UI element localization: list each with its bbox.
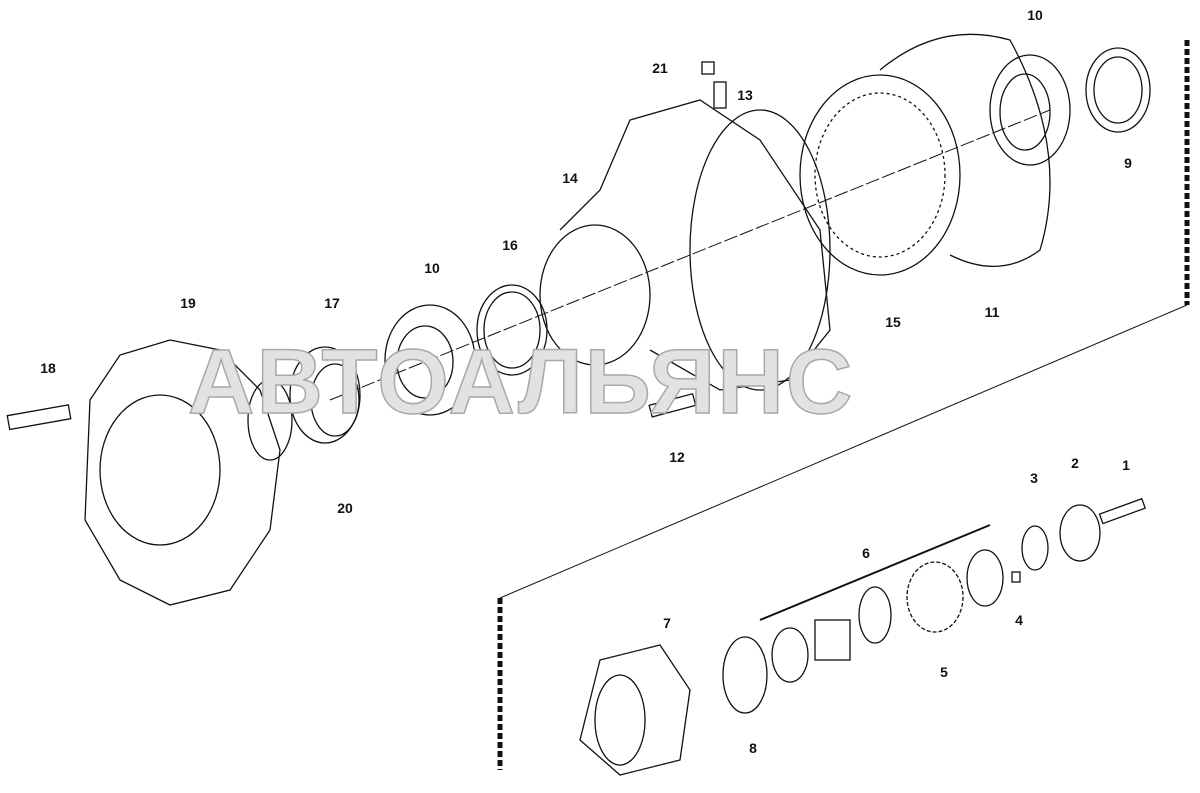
- part-9-nut: [1085, 47, 1151, 133]
- callout-8: 8: [749, 740, 757, 756]
- part-6-sleeve: [814, 619, 851, 661]
- callout-11: 11: [984, 304, 1000, 320]
- part-10-bearing-right: [989, 54, 1071, 166]
- callout-19: 19: [180, 295, 196, 311]
- part-13-breather: [713, 81, 727, 109]
- callout-5: 5: [940, 664, 948, 680]
- part-1-bolt: [1098, 497, 1147, 525]
- callout-15: 15: [885, 314, 901, 330]
- callout-18: 18: [40, 360, 56, 376]
- part-19-hub: [84, 339, 293, 606]
- part-8-snap-ring: [722, 636, 768, 714]
- part-2-washer: [1059, 504, 1101, 562]
- callout-17: 17: [324, 295, 340, 311]
- callout-7: 7: [663, 615, 671, 631]
- part-6-bearing-2: [966, 549, 1004, 607]
- part-3-washer: [1021, 525, 1049, 571]
- callout-3: 3: [1030, 470, 1038, 486]
- callout-13: 13: [737, 87, 753, 103]
- callout-2: 2: [1071, 455, 1079, 471]
- part-6-ring: [771, 627, 809, 683]
- callout-20: 20: [337, 500, 353, 516]
- part-10-bearing-left: [384, 304, 476, 416]
- part-15-ring-gear: [799, 74, 961, 276]
- callout-1: 1: [1122, 457, 1130, 473]
- callout-6: 6: [862, 545, 870, 561]
- callout-21: 21: [652, 60, 668, 76]
- callout-12: 12: [669, 449, 685, 465]
- part-21-plug: [701, 61, 715, 75]
- callout-16: 16: [502, 237, 518, 253]
- part-17-seal: [289, 346, 361, 444]
- part-14-housing: [539, 99, 831, 391]
- callout-14: 14: [562, 170, 578, 186]
- part-4-pin: [1011, 571, 1021, 583]
- frame-diagonal: [499, 304, 1188, 599]
- part-6-bearing: [858, 586, 892, 644]
- assembly-axis: [329, 109, 1051, 401]
- part-5-gear: [906, 561, 964, 633]
- part-12-bolt: [648, 392, 697, 418]
- callout-4: 4: [1015, 612, 1023, 628]
- callout-10-right: 10: [1027, 7, 1043, 23]
- part-7-carrier: [579, 644, 691, 776]
- part-18-stud: [6, 404, 72, 431]
- callout-9: 9: [1124, 155, 1132, 171]
- watermark: АВТОАЛЬЯНС: [187, 330, 855, 434]
- callout-10-left: 10: [424, 260, 440, 276]
- part-6-bracket: [759, 524, 991, 621]
